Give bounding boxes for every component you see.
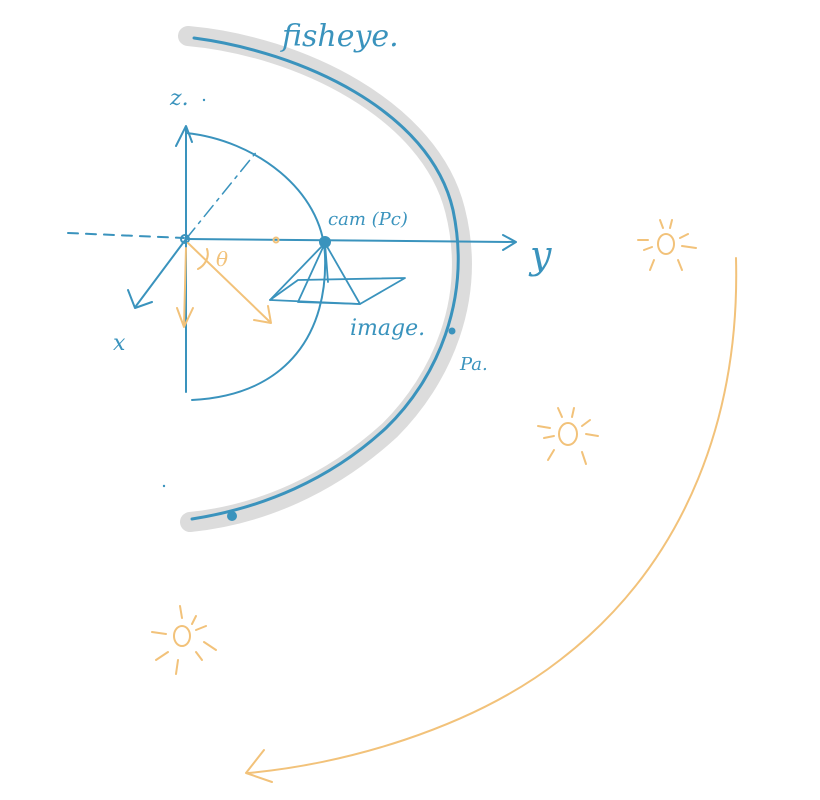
- sun-icon: [151, 605, 217, 675]
- long-curved-arrow: [247, 257, 738, 774]
- stray-dot: [162, 484, 166, 488]
- y-axis: [185, 238, 516, 243]
- theta-angle-arc: [197, 248, 209, 270]
- y-axis-dashed-negative: [67, 232, 185, 239]
- theta-ray: [187, 242, 271, 323]
- point-pa-marker: [448, 327, 456, 335]
- image-label: image.: [350, 316, 425, 341]
- x-axis-arrowhead: [127, 289, 153, 309]
- image-frustum: [269, 242, 361, 305]
- unit-sphere-arc: [185, 132, 327, 401]
- theta-ray-arrowhead: [253, 305, 272, 324]
- z-axis-label: z.: [169, 86, 189, 111]
- point-pa-label: Pa.: [459, 354, 488, 375]
- fisheye-curve: [190, 36, 460, 521]
- origin-marker: [180, 234, 190, 244]
- fisheye-shadow: [178, 26, 472, 532]
- x-axis: [135, 238, 187, 307]
- fisheye-label: fisheye.: [280, 19, 399, 54]
- stray-dot: [202, 98, 206, 102]
- z-axis-arrowhead: [175, 125, 193, 147]
- down-ray: [183, 247, 187, 327]
- image-plane: [269, 277, 406, 305]
- camera-label: cam (Pc): [328, 209, 408, 230]
- x-axis-label: x: [113, 331, 126, 356]
- theta-label: θ: [216, 247, 228, 271]
- diagonal-dashed-line: [185, 149, 259, 240]
- orange-marker: [272, 236, 280, 244]
- y-axis-arrowhead: [502, 234, 517, 251]
- long-curved-arrow-head: [245, 749, 273, 783]
- y-axis-label: y: [528, 233, 552, 277]
- sun-icon: [537, 407, 599, 465]
- down-ray-arrowhead: [176, 307, 194, 328]
- fisheye-bottom-point: [227, 511, 237, 521]
- sun-icon: [637, 219, 697, 271]
